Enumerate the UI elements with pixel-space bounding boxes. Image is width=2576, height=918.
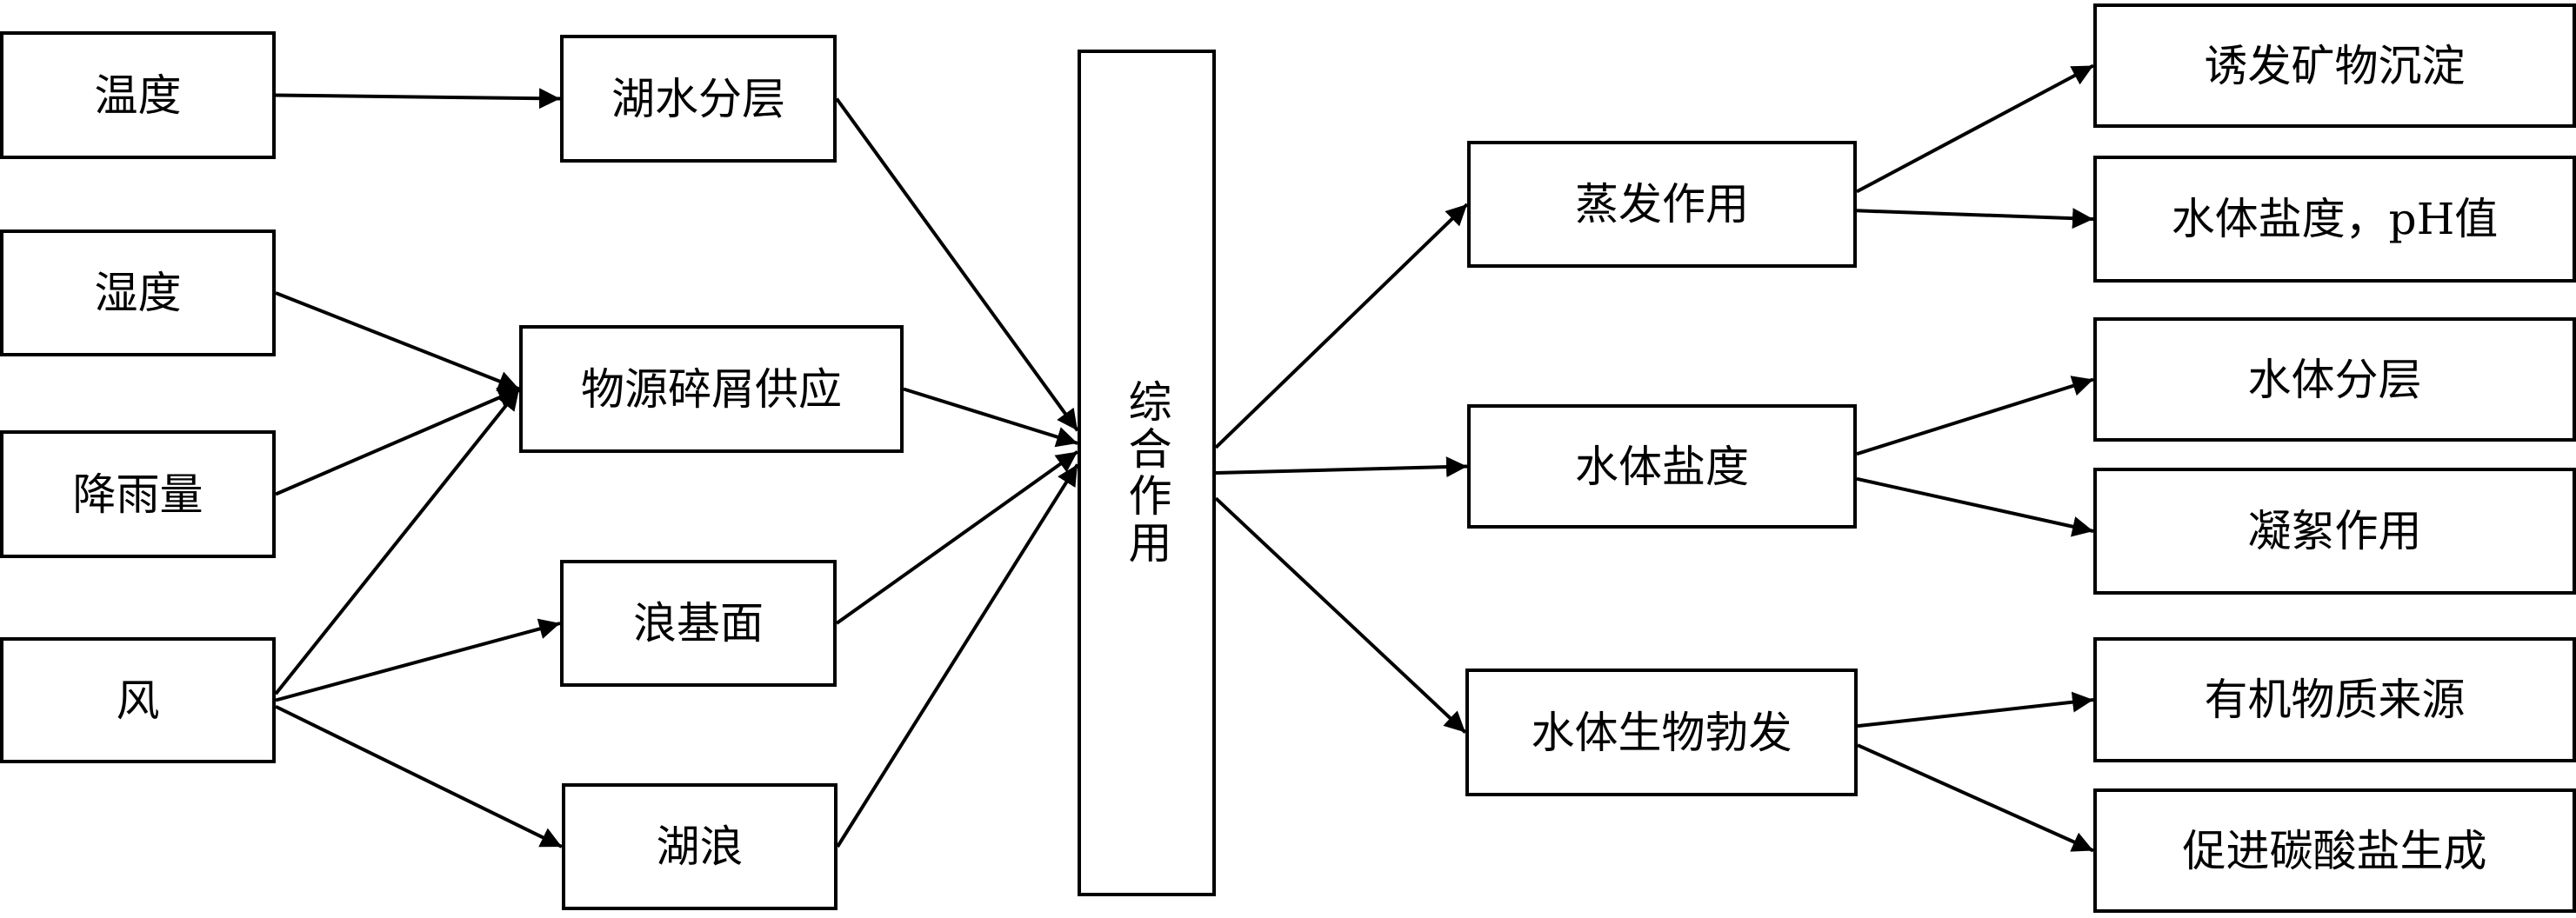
arrow-biological_bloom-to-organic_source xyxy=(1857,691,2094,728)
node-carbonate-formation: 促进碳酸盐生成 xyxy=(2093,788,2576,913)
arrow-source_debris_supply-to-center xyxy=(903,387,1078,448)
node-label: 水体盐度，pH值 xyxy=(2171,194,2499,244)
node-label: 湖水分层 xyxy=(611,73,785,124)
node-label: 降雨量 xyxy=(72,469,204,520)
arrow-lake_waves-to-center xyxy=(836,463,1079,848)
node-label: 有机物质来源 xyxy=(2204,675,2466,725)
node-biological-bloom: 水体生物勃发 xyxy=(1465,669,1858,796)
node-label: 水体盐度 xyxy=(1575,441,1749,492)
edge-group xyxy=(274,63,2094,853)
arrow-rainfall-to-source_debris_supply xyxy=(275,387,520,496)
node-label: 温度 xyxy=(94,70,182,121)
arrow-humidity-to-source_debris_supply xyxy=(275,291,520,391)
arrow-wind-to-source_debris_supply xyxy=(274,388,521,695)
node-label: 水体生物勃发 xyxy=(1531,707,1792,758)
arrow-lake_stratification-to-center xyxy=(835,97,1079,432)
arrow-center-to-water_salinity xyxy=(1215,456,1468,478)
node-label: 诱发矿物沉淀 xyxy=(2204,40,2466,91)
arrow-water_salinity-to-water_stratification xyxy=(1856,376,2094,456)
node-source-debris-supply: 物源碎屑供应 xyxy=(519,325,904,453)
node-label: 水体分层 xyxy=(2247,354,2422,405)
arrow-wave_base-to-center xyxy=(835,450,1079,625)
node-lake-waves: 湖浪 xyxy=(562,783,838,910)
node-label: 湿度 xyxy=(94,268,182,318)
arrow-wind-to-wave_base xyxy=(275,618,561,702)
node-label: 综合作用 xyxy=(1121,379,1172,567)
arrow-temperature-to-lake_stratification xyxy=(275,88,561,110)
node-humidity: 湿度 xyxy=(0,230,276,356)
node-combined-effect: 综合作用 xyxy=(1078,50,1216,896)
node-mineral-precipitation: 诱发矿物沉淀 xyxy=(2093,3,2576,128)
node-rainfall: 降雨量 xyxy=(0,430,276,558)
arrow-center-to-biological_bloom xyxy=(1214,496,1467,734)
node-flocculation: 凝絮作用 xyxy=(2093,468,2576,595)
node-temperature: 温度 xyxy=(0,31,276,159)
node-label: 浪基面 xyxy=(633,598,764,649)
arrow-biological_bloom-to-carbonate_formation xyxy=(1857,743,2094,853)
node-wave-base: 浪基面 xyxy=(560,560,837,687)
arrow-evaporation-to-salinity_ph xyxy=(1856,208,2094,230)
node-evaporation: 蒸发作用 xyxy=(1467,141,1857,268)
node-label: 蒸发作用 xyxy=(1575,179,1749,230)
arrow-wind-to-lake_waves xyxy=(275,704,563,848)
node-label: 凝絮作用 xyxy=(2247,506,2422,556)
node-label: 物源碎屑供应 xyxy=(581,363,842,415)
arrow-evaporation-to-mineral_precipitation xyxy=(1856,63,2094,194)
arrow-center-to-evaporation xyxy=(1214,203,1469,449)
node-wind: 风 xyxy=(0,637,276,763)
node-water-salinity: 水体盐度 xyxy=(1467,404,1857,529)
node-label: 湖浪 xyxy=(656,822,744,872)
node-label: 风 xyxy=(116,675,160,726)
node-water-stratification: 水体分层 xyxy=(2093,317,2576,442)
node-organic-source: 有机物质来源 xyxy=(2093,637,2576,762)
node-salinity-ph: 水体盐度，pH值 xyxy=(2093,156,2576,283)
node-lake-stratification: 湖水分层 xyxy=(560,35,837,163)
arrow-water_salinity-to-flocculation xyxy=(1856,476,2094,537)
node-label: 促进碳酸盐生成 xyxy=(2182,825,2487,876)
